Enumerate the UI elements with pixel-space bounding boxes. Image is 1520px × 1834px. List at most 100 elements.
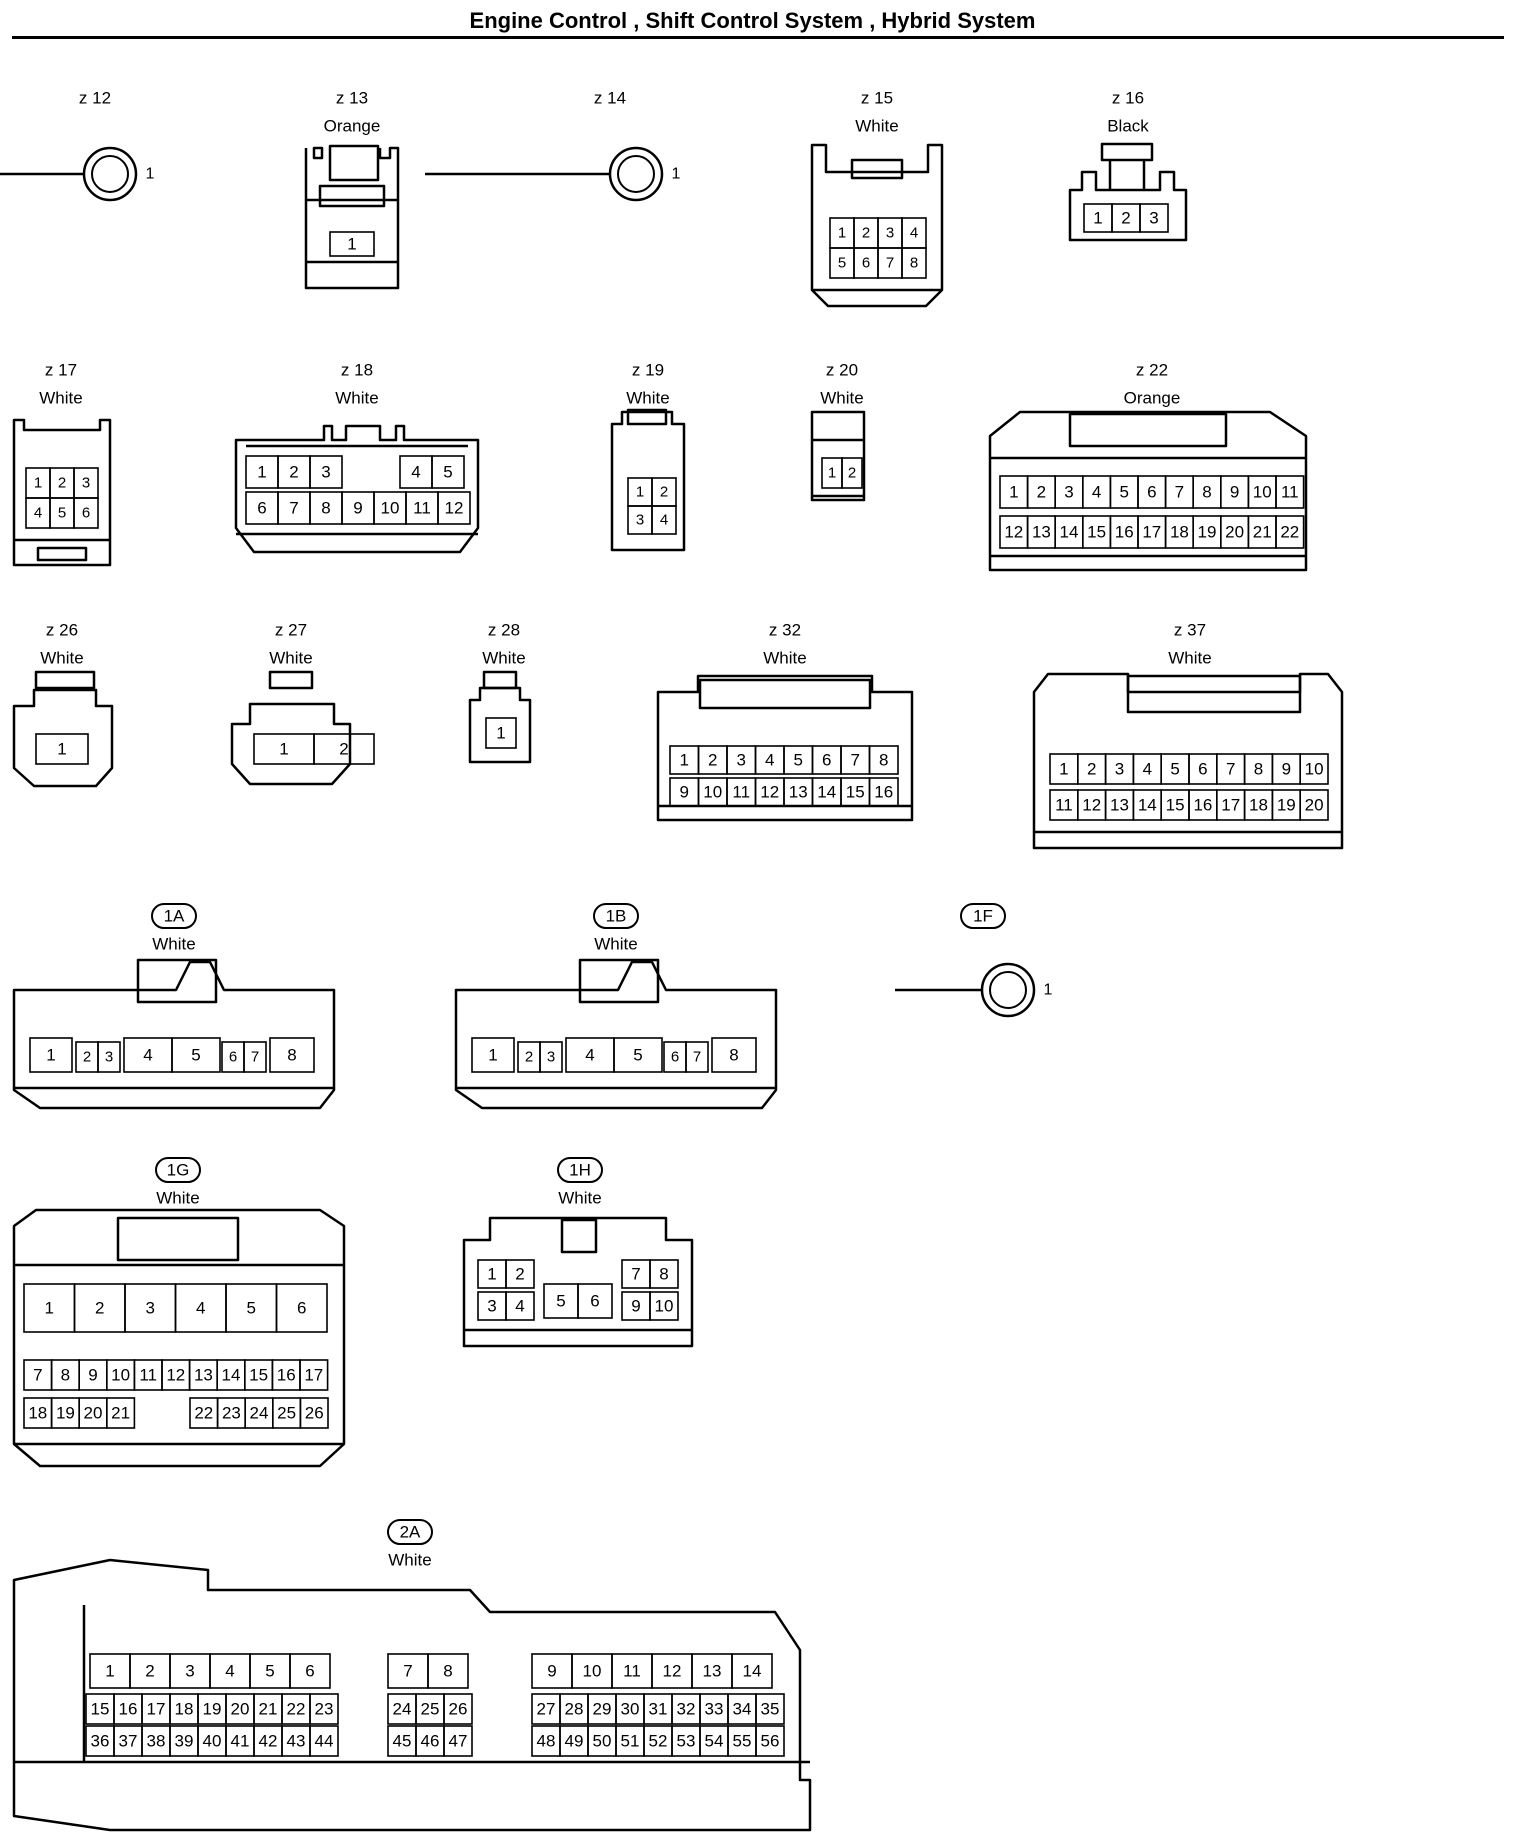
pin-label: 7 [851,751,860,770]
pin-label: 43 [287,1732,306,1751]
pin-label: 1 [680,751,689,770]
pin-label: 6 [257,499,266,518]
pin-label: 32 [677,1700,696,1719]
pin-label: 17 [1142,523,1161,542]
connector-color-label: Orange [324,117,381,136]
pin-label: 8 [879,751,888,770]
pin-label: 29 [593,1700,612,1719]
pin-label: 17 [1221,796,1240,815]
pin-cell [539,1041,563,1073]
connector-id-label: z 16 [1112,89,1144,108]
pin-label: 12 [445,499,464,518]
pin-label: 3 [1115,760,1124,779]
pin-label: 16 [277,1366,296,1385]
ring-terminal [608,146,664,202]
pin-label: 12 [1004,523,1023,542]
pin-label: 6 [862,255,870,272]
pin-label: 23 [315,1700,334,1719]
pin-label: 2 [1087,760,1096,779]
connector-shells [12,142,1344,1832]
pin-cell [269,1037,315,1073]
pin-label: 2 [289,463,298,482]
pin-label: 4 [910,225,918,242]
pin-label: 41 [231,1732,250,1751]
pin-cell [755,1693,785,1725]
pin-label: 2 [1037,483,1046,502]
pin-label: 10 [583,1662,602,1681]
connector-color-label: White [152,935,195,954]
pin-label: 19 [203,1700,222,1719]
pin-label: 16 [874,783,893,802]
pin-cell [289,1653,331,1689]
pin-cell [275,1283,328,1333]
pin-label: 28 [565,1700,584,1719]
connector-id-label: z 26 [46,621,78,640]
pin-label: 2 [1121,209,1130,228]
pin-label: 1 [45,1299,54,1318]
pin-label: 11 [623,1662,641,1681]
connector-badge [155,1157,201,1183]
pin-label: 5 [265,1662,274,1681]
pin-label: 44 [315,1732,334,1751]
pin-cell [755,1725,785,1757]
pin-label: 12 [166,1366,185,1385]
connector-color-label: White [1168,649,1211,668]
pin-label: 4 [1092,483,1101,502]
pin-label: 8 [729,1046,738,1065]
pin-cell [901,247,927,279]
pin-label: 22 [194,1404,213,1423]
pin-label: 19 [1277,796,1296,815]
pin-label: 21 [259,1700,278,1719]
pin-label: 3 [487,1297,496,1316]
pin-cell [299,1359,329,1391]
connector-id-label: 1G [167,1161,190,1180]
connector-id-label: z 17 [45,361,77,380]
pin-cell [613,1037,663,1073]
pin-label: 15 [1087,523,1106,542]
connector-id-label: z 13 [336,89,368,108]
pin-label: 2 [862,225,870,242]
pin-label: 8 [321,499,330,518]
connector-id-label: z 18 [341,361,373,380]
pin-label: 4 [585,1046,594,1065]
pin-label: 15 [1166,796,1185,815]
connector-id-label: 1F [973,907,993,926]
pin-cell [711,1037,757,1073]
pin-label: 10 [1253,483,1272,502]
pin-label: 2 [525,1049,533,1066]
pin-cell [685,1041,709,1073]
pin-label: 1 [57,740,66,759]
pin-label: 15 [91,1700,110,1719]
pin-label: 16 [1193,796,1212,815]
pin-label: 14 [1138,796,1157,815]
pin-label: 33 [705,1700,724,1719]
pin-label: 6 [822,751,831,770]
pin-label: 34 [733,1700,752,1719]
pin-label: 18 [1170,523,1189,542]
pin-label: 36 [91,1732,110,1751]
pin-cell [1275,515,1305,549]
pin-label: 7 [1226,760,1235,779]
pin-label: 22 [1280,523,1299,542]
pin-label: 25 [277,1404,296,1423]
connector-color-label: White [40,649,83,668]
pin-label: 26 [305,1404,324,1423]
connector-1f: 1F1 [895,903,1053,1018]
pin-label: 52 [649,1732,668,1751]
pin-label: 27 [537,1700,556,1719]
connector-color-label: White [763,649,806,668]
pin-label: 14 [1060,523,1079,542]
pin-label: 38 [147,1732,166,1751]
pin-label: 12 [1082,796,1101,815]
connector-color-label: White [156,1189,199,1208]
connector-id-label: z 22 [1136,361,1168,380]
pin-label: 16 [119,1700,138,1719]
pin-label: 10 [703,783,722,802]
connector-id-label: z 12 [79,89,111,108]
